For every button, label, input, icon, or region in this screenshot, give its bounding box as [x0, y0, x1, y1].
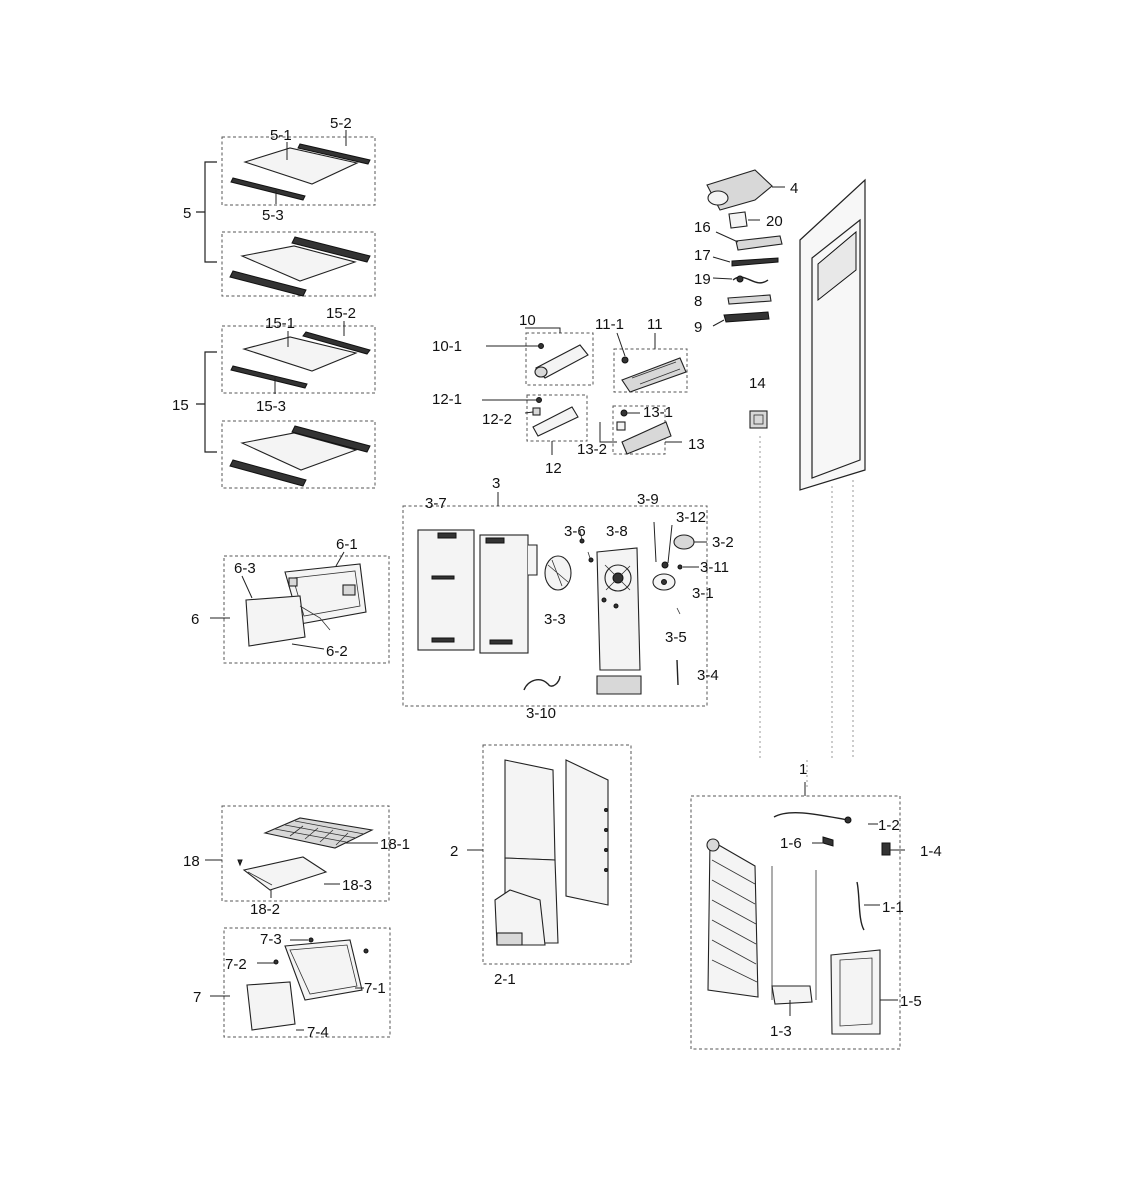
callout-20: 20 [766, 213, 783, 230]
callout-labels: 5 5-1 5-2 5-3 15 15-1 15-2 15-3 6 6-1 6-… [172, 115, 942, 1041]
callout-10-1: 10-1 [432, 338, 462, 355]
callout-13-1: 13-1 [643, 404, 673, 421]
callout-3-1: 3-1 [692, 585, 714, 602]
group-2-air-duct [467, 744, 632, 965]
group-3-evaporator-cover [402, 492, 708, 707]
callout-3-4: 3-4 [697, 667, 719, 684]
group-10-housing [486, 327, 594, 386]
shelf-glass-5-lower [229, 236, 371, 297]
part-8-board [727, 294, 772, 305]
callout-1: 1 [799, 761, 807, 778]
part-14-sensor [749, 410, 768, 429]
callout-3-5: 3-5 [665, 629, 687, 646]
callout-7: 7 [193, 989, 201, 1006]
group-12-bracket [482, 394, 588, 455]
part-16-bracket [715, 231, 783, 251]
fan-3-3 [544, 555, 572, 591]
callout-3-11: 3-11 [700, 559, 729, 576]
shelf-glass-15-lower [229, 425, 371, 487]
callout-5-1: 5-1 [270, 127, 292, 144]
callout-3-12: 3-12 [676, 509, 706, 526]
group-4-dispenser-housing [706, 169, 785, 211]
refrigerator-cabinet-outline [759, 178, 866, 790]
motor-3-1 [652, 573, 676, 591]
heater-1-3 [771, 866, 817, 1005]
callout-6-1: 6-1 [336, 536, 358, 553]
evaporator-coil-1 [706, 838, 759, 998]
shroud-3-2 [673, 534, 707, 550]
panel-3-7b [479, 534, 538, 654]
callout-2: 2 [450, 843, 458, 860]
callout-1-3: 1-3 [770, 1023, 792, 1040]
callout-2-1: 2-1 [494, 971, 516, 988]
shelf-glass-15-1 [230, 331, 371, 389]
callout-12-1: 12-1 [432, 391, 462, 408]
callout-3-2: 3-2 [712, 534, 734, 551]
group-7-drawer-assembly [210, 927, 391, 1038]
group-1-evaporator-assembly [690, 782, 905, 1050]
group-6-crisper-drawer [210, 551, 390, 664]
callout-16: 16 [694, 219, 711, 236]
callout-3-7: 3-7 [425, 495, 447, 512]
callout-3-9: 3-9 [637, 491, 659, 508]
callout-15-1: 15-1 [265, 315, 295, 332]
callout-17: 17 [694, 247, 711, 264]
callout-18-2: 18-2 [250, 901, 280, 918]
callout-1-6: 1-6 [780, 835, 802, 852]
part-20-label [728, 211, 760, 229]
callout-5-3: 5-3 [262, 207, 284, 224]
callout-13-2: 13-2 [577, 441, 607, 458]
tray-grille-18-1 [263, 817, 374, 849]
callout-14: 14 [749, 375, 766, 392]
callout-7-3: 7-3 [260, 931, 282, 948]
group-18-tray-assembly [205, 805, 390, 902]
callout-18-1: 18-1 [380, 836, 410, 853]
callout-3: 3 [492, 475, 500, 492]
callout-8: 8 [694, 293, 702, 310]
callout-9: 9 [694, 319, 702, 336]
callout-15: 15 [172, 397, 189, 414]
panel-3-7 [417, 529, 475, 651]
callout-1-2: 1-2 [878, 817, 900, 834]
callout-3-3: 3-3 [544, 611, 566, 628]
callout-5: 5 [183, 205, 191, 222]
group-11-control-board [613, 332, 688, 393]
part-9-cover [712, 311, 770, 327]
shelf-glass-5-1 [230, 143, 371, 201]
callout-3-8: 3-8 [606, 523, 628, 540]
callout-3-6: 3-6 [564, 523, 586, 540]
callout-13: 13 [688, 436, 705, 453]
group-15-shelf-assembly [196, 321, 376, 489]
callout-1-4: 1-4 [920, 843, 942, 860]
cover-1-5 [830, 949, 881, 1035]
callout-6-3: 6-3 [234, 560, 256, 577]
callout-10: 10 [519, 312, 536, 329]
group-5-shelf-assembly [196, 130, 376, 297]
callout-12: 12 [545, 460, 562, 477]
callout-3-10: 3-10 [526, 705, 556, 722]
callout-5-2: 5-2 [330, 115, 352, 132]
callout-7-4: 7-4 [307, 1024, 329, 1041]
callout-4: 4 [790, 180, 798, 197]
callout-19: 19 [694, 271, 711, 288]
callout-6-2: 6-2 [326, 643, 348, 660]
part-17-heater [712, 256, 779, 267]
callout-12-2: 12-2 [482, 411, 512, 428]
callout-1-1: 1-1 [882, 899, 904, 916]
callout-18: 18 [183, 853, 200, 870]
callout-15-3: 15-3 [256, 398, 286, 415]
callout-11: 11 [647, 316, 663, 333]
part-19-harness [712, 275, 769, 284]
callout-18-3: 18-3 [342, 877, 372, 894]
callout-6: 6 [191, 611, 199, 628]
fan-housing-3-8 [596, 547, 642, 695]
callout-15-2: 15-2 [326, 305, 356, 322]
callout-1-5: 1-5 [900, 993, 922, 1010]
callout-7-2: 7-2 [225, 956, 247, 973]
callout-7-1: 7-1 [364, 980, 386, 997]
callout-11-1: 11-1 [595, 316, 624, 333]
group-13-module [599, 405, 682, 455]
